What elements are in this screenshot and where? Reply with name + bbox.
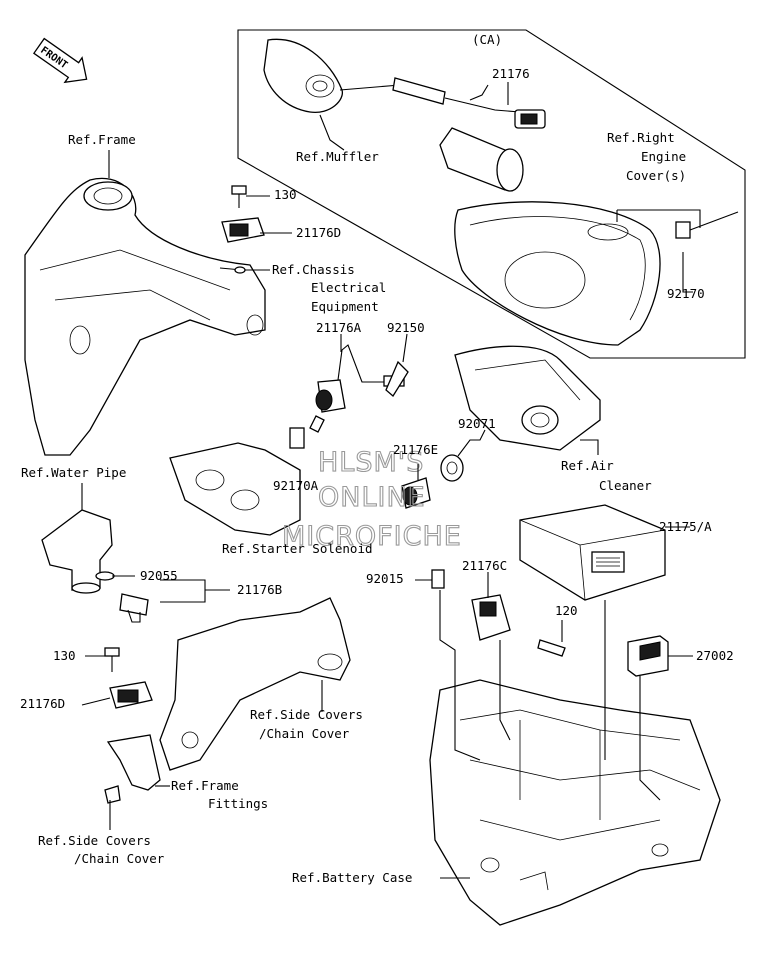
o-ring-92055 <box>95 571 115 581</box>
label-92170: 92170 <box>667 286 705 301</box>
label-92055: 92055 <box>140 568 178 583</box>
label-21176d-top: 21176D <box>296 225 341 240</box>
label-21175a: 21175/A <box>659 519 712 534</box>
label-ref-air-1: Ref.Air <box>561 458 614 473</box>
label-ref-side-covers-2a: Ref.Side Covers <box>38 833 151 848</box>
label-130-top: 130 <box>274 187 297 202</box>
label-ref-battery-case: Ref.Battery Case <box>292 870 412 885</box>
bolt-130-top <box>231 185 247 208</box>
label-ref-muffler: Ref.Muffler <box>296 149 379 164</box>
frame-drawing <box>24 177 266 456</box>
front-arrow-icon: FRONT <box>32 37 88 84</box>
label-92150: 92150 <box>387 320 425 335</box>
bolt-120 <box>537 639 566 657</box>
watermark-line-2: ONLINE <box>318 482 426 513</box>
label-ref-frame: Ref.Frame <box>68 132 136 147</box>
label-ref-right-2: Engine <box>641 149 686 164</box>
muffler-drawing <box>263 38 524 192</box>
side-cover-bracket-drawing <box>159 597 351 771</box>
label-ref-water-pipe: Ref.Water Pipe <box>21 465 126 480</box>
frame-fittings-bracket <box>104 734 161 804</box>
label-21176b: 21176B <box>237 582 282 597</box>
label-120: 120 <box>555 603 578 618</box>
label-ref-chassis-2: Electrical <box>311 280 386 295</box>
label-ref-right-3: Cover(s) <box>626 168 686 183</box>
label-21176a: 21176A <box>316 320 362 335</box>
sensor-21176e <box>401 477 431 509</box>
label-ref-side-covers-1b: /Chain Cover <box>259 726 350 741</box>
ca-region-outline <box>237 29 746 359</box>
callout-labels: (CA) 21176 Ref.Muffler Ref.Right Engine … <box>20 32 734 885</box>
grommet-92071 <box>440 454 464 482</box>
watermark-line-1: HLSM'S <box>318 447 424 478</box>
clip-92015 <box>431 569 445 589</box>
ecu-21175a <box>519 504 666 601</box>
sensor-21176c <box>471 594 511 641</box>
label-21176: 21176 <box>492 66 530 81</box>
sensor-21176b <box>119 593 149 623</box>
sensor-21176d-bottom <box>109 681 153 709</box>
label-ref-air-2: Cleaner <box>599 478 652 493</box>
label-ref-frame-fittings-1: Ref.Frame <box>171 778 239 793</box>
label-ca: (CA) <box>472 32 502 47</box>
watermark: HLSM'S ONLINE MICROFICHE <box>281 446 462 552</box>
label-92170a: 92170A <box>273 478 319 493</box>
label-ref-chassis-3: Equipment <box>311 299 379 314</box>
label-ref-frame-fittings-2: Fittings <box>208 796 268 811</box>
relay-27002 <box>627 635 669 677</box>
label-21176c: 21176C <box>462 558 507 573</box>
sensor-21176d-top <box>221 217 265 243</box>
label-92071: 92071 <box>458 416 496 431</box>
label-ref-starter-solenoid: Ref.Starter Solenoid <box>222 541 373 556</box>
watermark-line-3: MICROFICHE <box>282 521 462 552</box>
label-21176d-bottom: 21176D <box>20 696 65 711</box>
label-21176e: 21176E <box>393 442 438 457</box>
bolt-130-bottom <box>104 647 120 672</box>
bolt-92150 <box>385 360 409 397</box>
label-ref-side-covers-1a: Ref.Side Covers <box>250 707 363 722</box>
air-cleaner-drawing <box>454 345 601 451</box>
leader-lines <box>81 82 701 879</box>
label-ref-chassis-1: Ref.Chassis <box>272 262 355 277</box>
water-pipe-drawing <box>41 509 113 594</box>
starter-solenoid-drawing <box>169 415 325 536</box>
battery-case-drawing <box>429 679 721 926</box>
o2-sensor-21176 <box>392 77 546 129</box>
label-130-bottom: 130 <box>53 648 76 663</box>
label-27002: 27002 <box>696 648 734 663</box>
label-92015: 92015 <box>366 571 404 586</box>
engine-cover-drawing <box>454 201 739 346</box>
label-ref-right-1: Ref.Right <box>607 130 675 145</box>
label-ref-side-covers-2b: /Chain Cover <box>74 851 165 866</box>
